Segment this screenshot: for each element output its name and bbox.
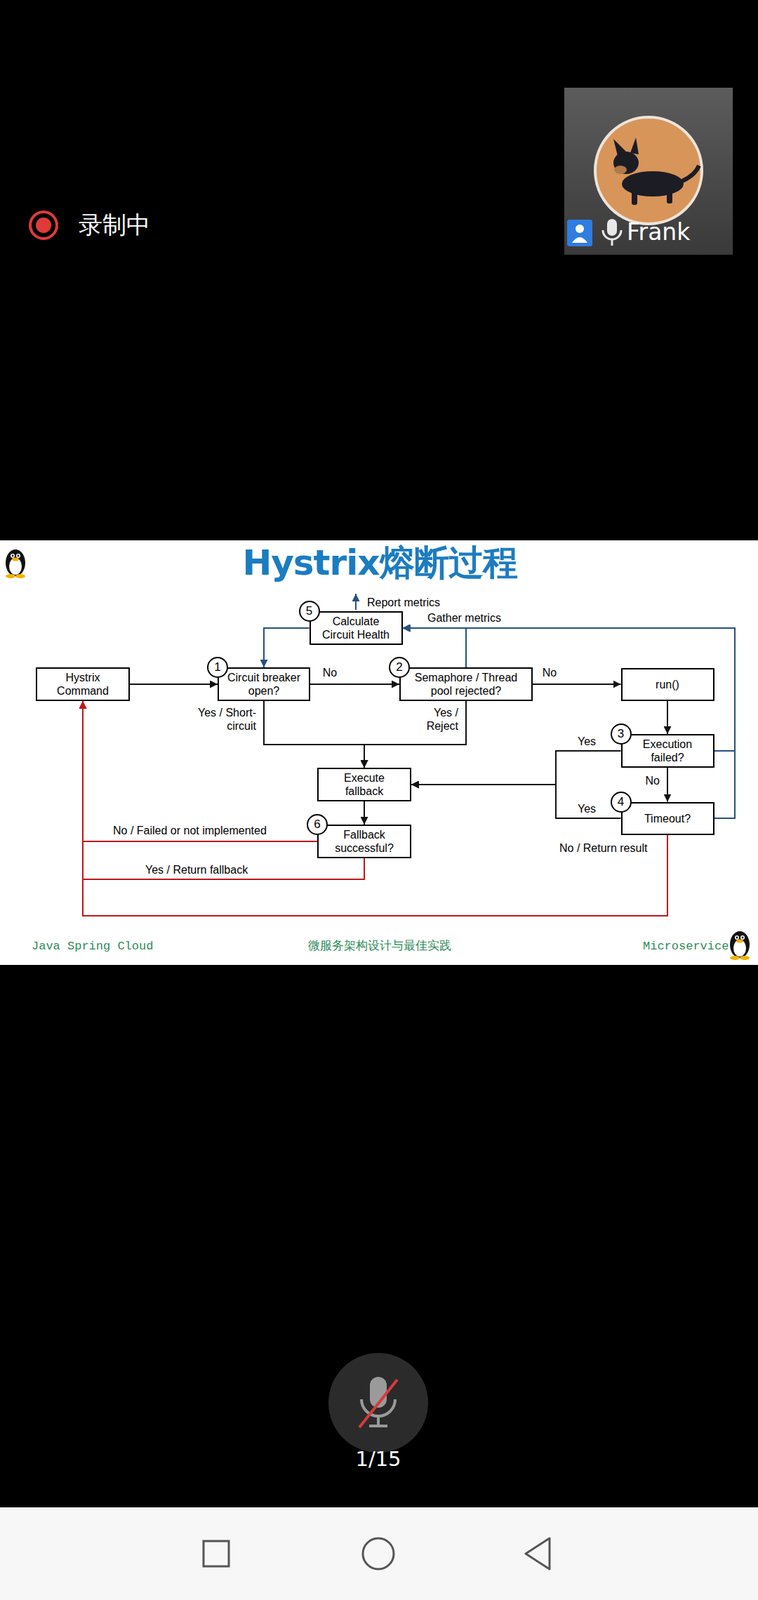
connector (310, 683, 400, 686)
edge-label: No (540, 666, 559, 680)
box-text: Timeout? (644, 812, 691, 826)
connector (532, 683, 622, 686)
edge-label: Yes / Return fallback (143, 863, 250, 877)
slide (0, 540, 758, 966)
callout-number: 6 (306, 814, 328, 836)
connector (263, 701, 365, 768)
record-dot (35, 217, 52, 234)
connector (402, 628, 736, 751)
nav-recent (203, 1541, 229, 1567)
penguin-logo (5, 549, 26, 579)
edge-label: Yes (575, 802, 598, 816)
decision-box: Fallback successful? (317, 824, 412, 859)
metrics-box: Calculate Circuit Health (309, 611, 403, 646)
edge-label: No (320, 666, 339, 680)
connector (82, 701, 318, 842)
host-icon-head (575, 224, 584, 234)
process-box: run() (621, 668, 715, 702)
edge-label: No / Return result (557, 841, 650, 855)
metrics-note: Report metrics (365, 595, 442, 610)
edge-label: No / Failed or not implemented (110, 823, 269, 838)
box-text: Circuit breaker open? (223, 670, 305, 698)
connector (411, 784, 622, 819)
mute-icon (359, 1377, 398, 1428)
box-text: Fallback successful? (329, 828, 400, 855)
penguin-logo (729, 931, 750, 961)
mute-button (328, 1353, 429, 1453)
decision-box: Timeout? (621, 802, 715, 836)
callout-number: 1 (207, 656, 229, 678)
report-arrow (355, 593, 357, 610)
page-counter: 1/15 (355, 1448, 401, 1472)
callout-number: 4 (610, 791, 632, 813)
mic-icon (602, 218, 622, 246)
connector (263, 628, 310, 668)
nav-back (525, 1538, 550, 1570)
start-box: Hystrix Command (35, 667, 130, 702)
edge-label: Yes / Short-circuit (183, 706, 259, 733)
nav-bar (0, 1507, 758, 1600)
slide-footer: Java Spring Cloud (31, 940, 154, 954)
decision-box: Circuit breaker open? (217, 667, 311, 702)
box-text: Hystrix Command (49, 670, 117, 698)
slide-footer: Microservice (642, 940, 729, 954)
record-ring (30, 211, 57, 239)
avatar-dog (613, 137, 700, 205)
slide-title: Hystrix熔断过程 (242, 545, 517, 581)
connector (666, 701, 669, 735)
callout-number: 3 (610, 723, 632, 745)
connector (402, 628, 467, 668)
connector (402, 628, 736, 819)
box-text: Execution failed? (632, 737, 703, 765)
connector (364, 701, 467, 768)
recording-status: 录制中 (78, 211, 151, 238)
box-text: run() (655, 677, 680, 692)
host-icon-body (572, 237, 588, 243)
callout-number: 2 (388, 656, 410, 678)
connector (411, 750, 622, 785)
box-text: Calculate Circuit Health (317, 614, 395, 642)
box-text: Execute fallback (329, 771, 400, 799)
callout-number: 5 (298, 600, 321, 622)
slide-footer: 微服务架构设计与最佳实践 (308, 940, 452, 954)
edge-label: Yes / Reject (416, 706, 461, 733)
avatar (595, 117, 702, 224)
participant-name: Frank (626, 219, 690, 245)
connector (666, 767, 669, 803)
edge-label: Yes (575, 734, 598, 749)
connector (129, 683, 218, 686)
edge-label: No (643, 774, 662, 788)
process-box: Execute fallback (317, 767, 412, 802)
decision-box: Semaphore / Thread pool rejected? (399, 667, 533, 702)
edge-label: Gather metrics (425, 611, 504, 625)
box-text: Semaphore / Thread pool rejected? (405, 670, 527, 698)
host-icon (567, 219, 593, 247)
decision-box: Execution failed? (621, 734, 715, 768)
connector (82, 701, 668, 916)
nav-home (362, 1538, 394, 1570)
connector (363, 801, 365, 825)
participant-panel (564, 87, 733, 255)
